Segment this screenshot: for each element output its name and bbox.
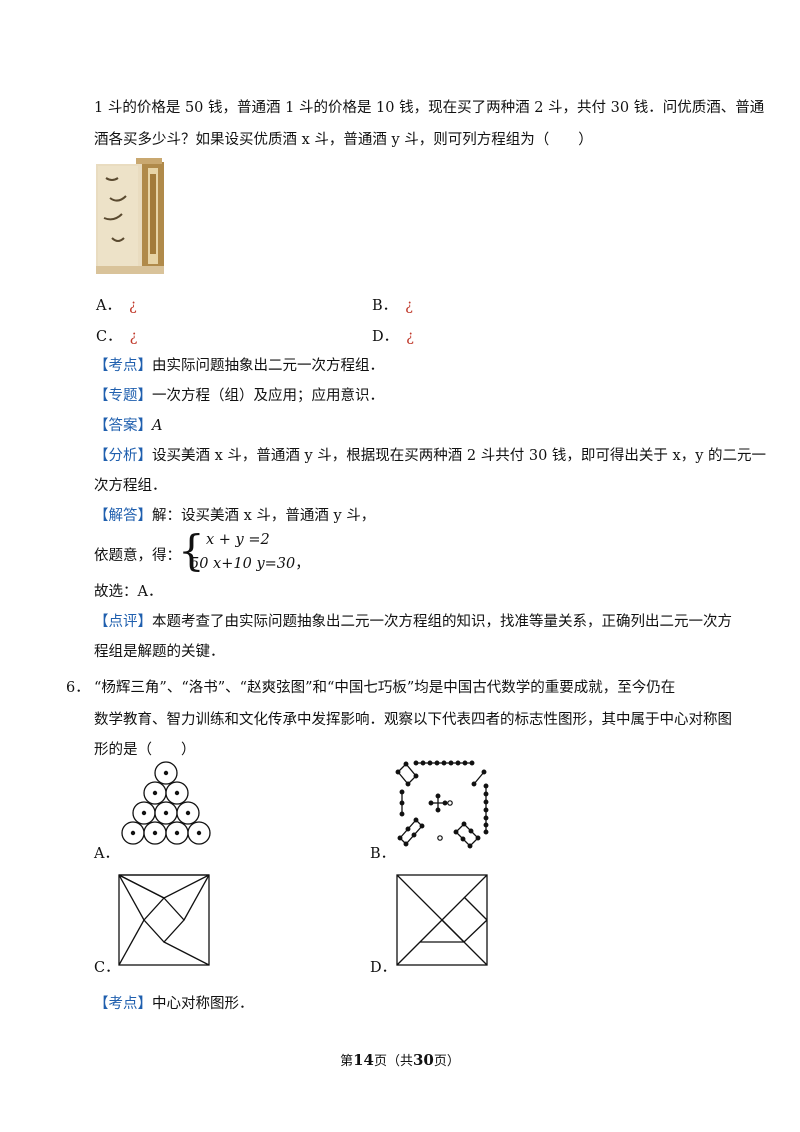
zhaoshuang-figure[interactable] (118, 874, 210, 970)
analysis-text-line1: 设买美酒 x 斗，普通酒 y 斗，根据现在买两种酒 2 斗共付 30 钱，即可得… (152, 448, 767, 464)
figure-label-b: B． (370, 846, 396, 862)
analysis-text-line2: 次方程组． (94, 478, 167, 494)
yanghui-triangle-figure[interactable] (116, 760, 216, 854)
choose-answer: 故选：A． (94, 584, 163, 600)
comment-row: 【点评】本题考查了由实际问题抽象出二元一次方程组的知识，找准等量关系，正确列出二… (94, 612, 732, 632)
figure-label-a: A． (94, 846, 119, 862)
equation-2: 50 x+10 y=30 (190, 556, 296, 572)
option-d[interactable]: D．¿ (372, 329, 414, 345)
figure-label-c: C． (94, 960, 120, 976)
equation-brace: { (178, 526, 205, 575)
zhuanti-tag: 【专题】 (94, 388, 152, 404)
solution-text: 解：设买美酒 x 斗，普通酒 y 斗， (152, 508, 376, 524)
current-page: 14 (353, 1051, 374, 1069)
problem6-kaodian-tag: 【考点】 (94, 996, 152, 1012)
solution-row: 【解答】解：设买美酒 x 斗，普通酒 y 斗， (94, 506, 375, 526)
kaodian-tag: 【考点】 (94, 358, 152, 374)
solution-tag: 【解答】 (94, 508, 152, 524)
option-c[interactable]: C．¿ (96, 329, 138, 345)
problem5-text-line2: 酒各买多少斗？如果设买优质酒 x 斗，普通酒 y 斗，则可列方程组为（ ） (94, 132, 593, 148)
problem6-kaodian-row: 【考点】中心对称图形． (94, 994, 254, 1014)
zhuanti-row: 【专题】一次方程（组）及应用；应用意识． (94, 386, 384, 406)
option-a[interactable]: A．¿ (96, 298, 137, 314)
comment-text-line2: 程组是解题的关键． (94, 644, 225, 660)
luoshu-figure[interactable] (392, 758, 494, 858)
equation-2-row: 50 x+10 y=30， (190, 556, 310, 572)
answer-text: A (152, 418, 163, 434)
problem5-text-line1: 1 斗的价格是 50 钱，普通酒 1 斗的价格是 10 钱，现在买了两种酒 2 … (94, 100, 765, 116)
total-pages: 30 (413, 1051, 434, 1069)
problem6-text-line2: 数学教育、智力训练和文化传承中发挥影响．观察以下代表四者的标志性图形，其中属于中… (94, 712, 732, 728)
tiyi-label: 依题意，得： (94, 548, 181, 564)
zhuanti-text: 一次方程（组）及应用；应用意识． (152, 388, 384, 404)
comment-tag: 【点评】 (94, 614, 152, 630)
problem6-text-line3: 形的是（ ） (94, 742, 196, 758)
problem6-kaodian-text: 中心对称图形． (152, 996, 254, 1012)
book-illustration (96, 158, 168, 274)
figure-label-d: D． (370, 960, 397, 976)
problem6-number: 6． (66, 680, 90, 696)
kaodian-row: 【考点】由实际问题抽象出二元一次方程组． (94, 356, 384, 376)
kaodian-text: 由实际问题抽象出二元一次方程组． (152, 358, 384, 374)
problem6-text-line1: “杨辉三角”、“洛书”、“赵爽弦图”和“中国七巧板”均是中国古代数学的重要成就，… (94, 680, 676, 696)
page-footer: 第14页（共30页） (340, 1051, 460, 1069)
equation-1: x + y =2 (206, 532, 270, 548)
answer-row: 【答案】A (94, 416, 162, 436)
answer-tag: 【答案】 (94, 418, 152, 434)
analysis-row: 【分析】设买美酒 x 斗，普通酒 y 斗，根据现在买两种酒 2 斗共付 30 钱… (94, 446, 766, 466)
tangram-figure[interactable] (396, 874, 488, 970)
comment-text-line1: 本题考查了由实际问题抽象出二元一次方程组的知识，找准等量关系，正确列出二元一次方 (152, 614, 732, 630)
analysis-tag: 【分析】 (94, 448, 152, 464)
option-b[interactable]: B．¿ (372, 298, 413, 314)
